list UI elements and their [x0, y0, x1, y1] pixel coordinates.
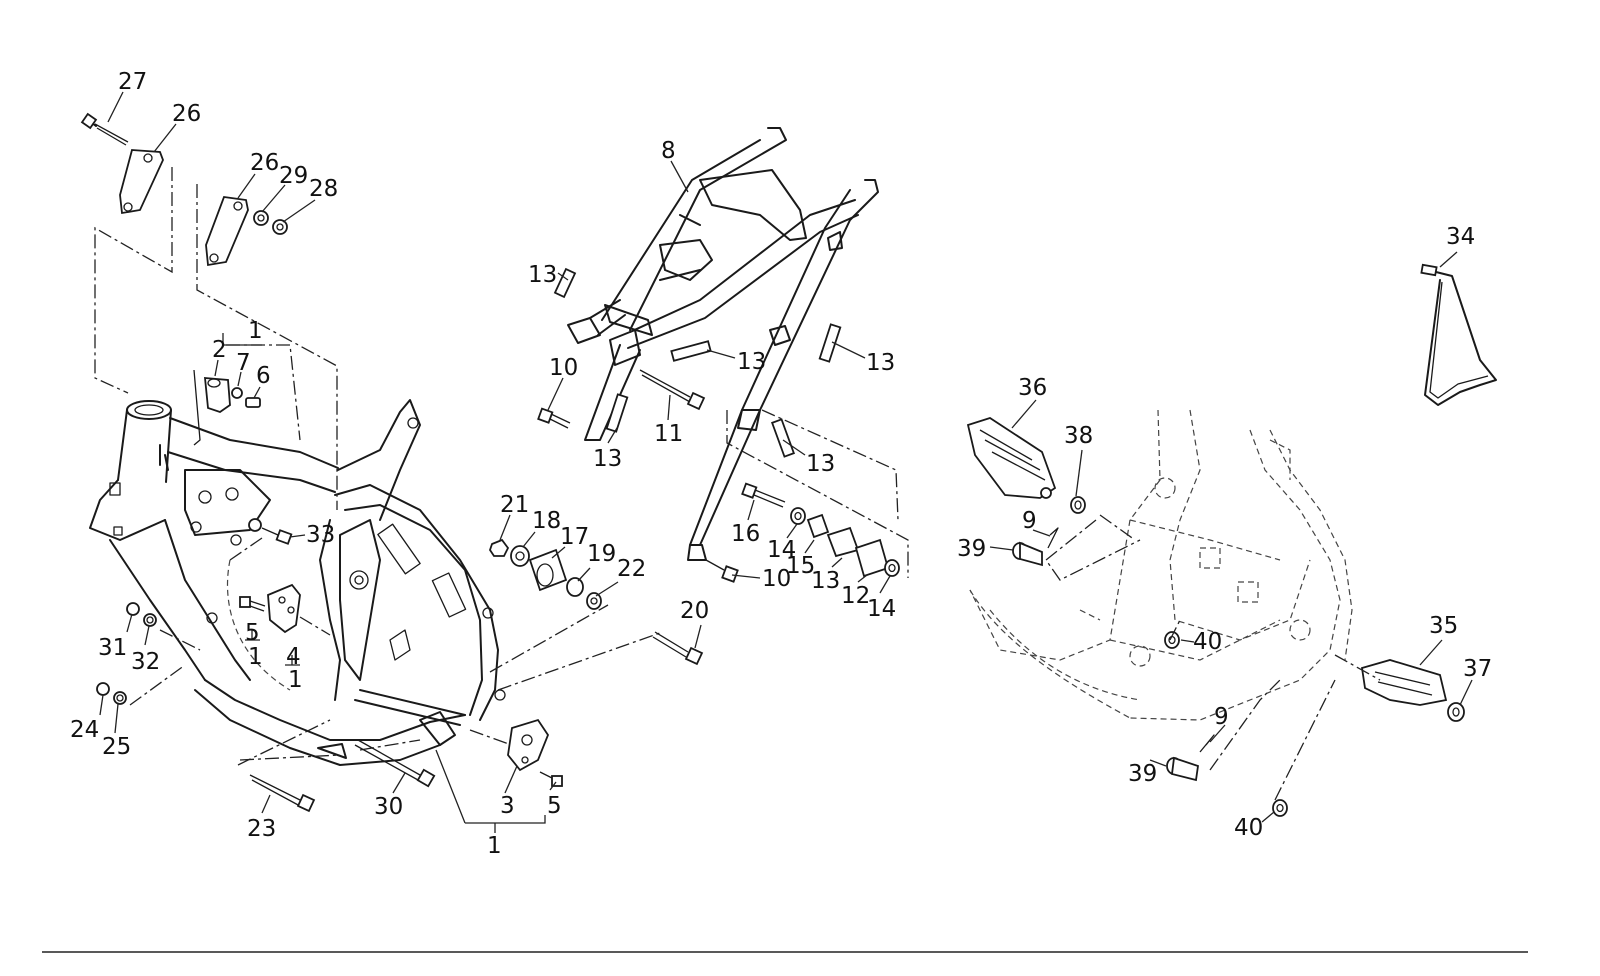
callout-5: 5 — [245, 620, 260, 646]
callout-39: 39 — [957, 536, 986, 562]
callout-27: 27 — [118, 69, 147, 95]
callout-13: 13 — [806, 451, 835, 477]
callout-16: 16 — [731, 521, 760, 547]
callout-15: 15 — [786, 553, 815, 579]
callout-1: 1 — [248, 644, 263, 670]
callout-4: 4 — [286, 644, 301, 670]
callout-6: 6 — [256, 363, 271, 389]
callout-39: 39 — [1128, 761, 1157, 787]
callout-36: 36 — [1018, 375, 1047, 401]
callout-29: 29 — [279, 163, 308, 189]
callout-8: 8 — [661, 138, 676, 164]
right-hardware — [966, 417, 1465, 817]
callout-14: 14 — [867, 596, 896, 622]
callout-10: 10 — [549, 355, 578, 381]
callout-9: 9 — [1022, 508, 1037, 534]
callout-30: 30 — [374, 794, 403, 820]
callout-26: 26 — [172, 101, 201, 127]
callout-32: 32 — [131, 649, 160, 675]
callout-13: 13 — [528, 262, 557, 288]
callout-18: 18 — [532, 508, 561, 534]
callout-1: 1 — [248, 318, 263, 344]
callout-38: 38 — [1064, 423, 1093, 449]
subframe — [567, 127, 879, 561]
callout-37: 37 — [1463, 656, 1492, 682]
callout-28: 28 — [309, 176, 338, 202]
callout-13: 13 — [737, 349, 766, 375]
assembly-lines-center — [726, 409, 909, 578]
callout-23: 23 — [247, 816, 276, 842]
callout-7: 7 — [236, 350, 251, 376]
callout-13: 13 — [593, 446, 622, 472]
callout-31: 31 — [98, 635, 127, 661]
callout-21: 21 — [500, 492, 529, 518]
callout-12: 12 — [841, 583, 870, 609]
callout-10: 10 — [762, 566, 791, 592]
callout-11: 11 — [654, 421, 683, 447]
right-frame-ghost — [969, 409, 1353, 721]
callout-25: 25 — [102, 734, 131, 760]
callout-9: 9 — [1214, 704, 1229, 730]
callout-14: 14 — [767, 537, 796, 563]
callout-13: 13 — [811, 568, 840, 594]
callout-3: 3 — [500, 793, 515, 819]
callout-26: 26 — [250, 150, 279, 176]
assembly-lines-left — [94, 167, 661, 766]
callout-24: 24 — [70, 717, 99, 743]
callout-40: 40 — [1234, 815, 1263, 841]
callout-13: 13 — [866, 350, 895, 376]
callout-17: 17 — [560, 524, 589, 550]
left-hardware — [80, 112, 563, 813]
callout-5: 5 — [547, 793, 562, 819]
callout-2: 2 — [212, 337, 227, 363]
callout-19: 19 — [587, 541, 616, 567]
center-hardware — [489, 267, 900, 666]
callout-1: 1 — [288, 667, 303, 693]
callout-33: 33 — [306, 522, 335, 548]
side-stand — [1420, 263, 1497, 406]
callout-34: 34 — [1446, 224, 1475, 250]
callout-22: 22 — [617, 556, 646, 582]
assembly-lines-right — [1045, 514, 1381, 801]
callout-labels: 27 26 26 29 28 1 2 7 6 33 5 1 4 1 31 32 … — [70, 69, 1492, 859]
callout-20: 20 — [680, 598, 709, 624]
main-frame — [89, 399, 506, 766]
callout-1: 1 — [487, 833, 502, 859]
callout-35: 35 — [1429, 613, 1458, 639]
callout-40: 40 — [1193, 629, 1222, 655]
leader-lines — [99, 91, 1473, 833]
